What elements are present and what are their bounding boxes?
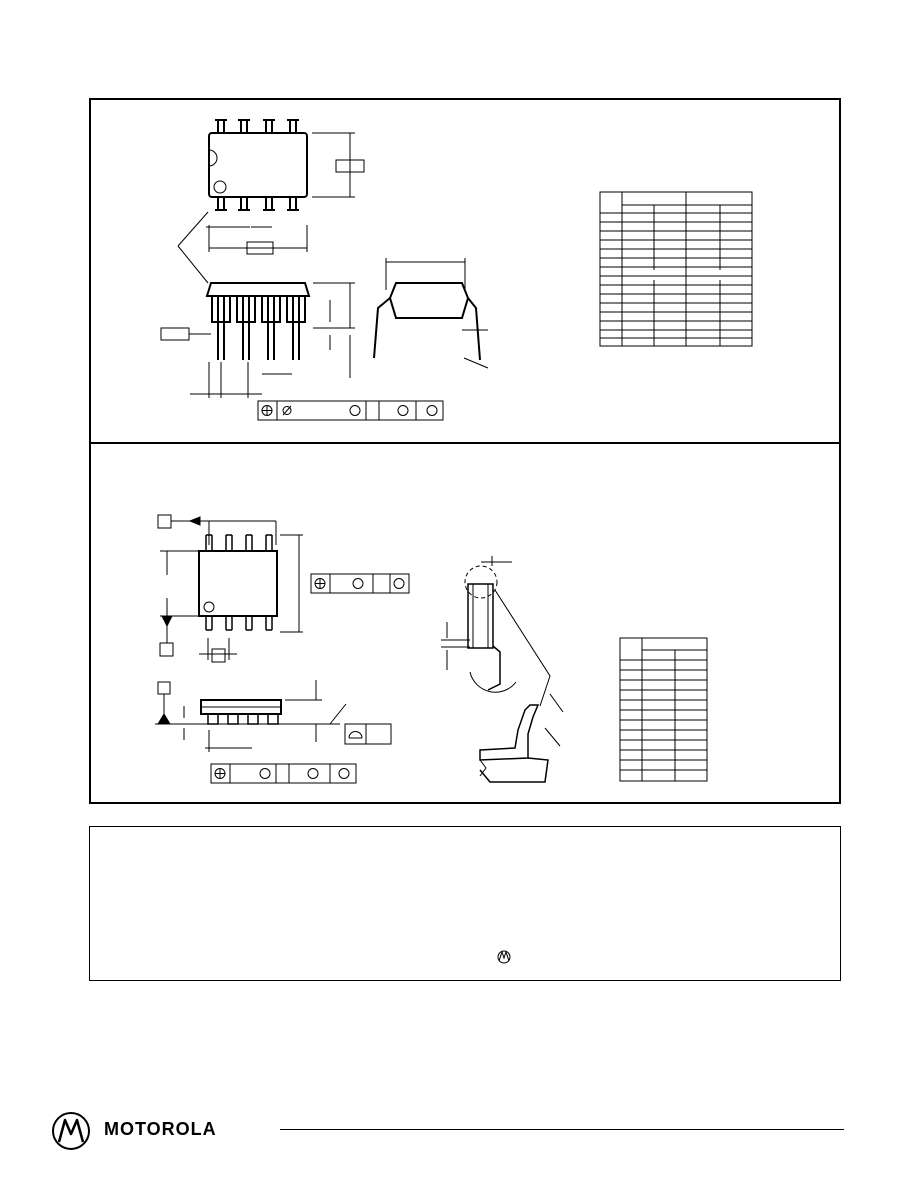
dimension-table-soic xyxy=(619,637,708,782)
soic-top-view xyxy=(157,514,410,663)
brand-wordmark: MOTOROLA xyxy=(104,1119,217,1139)
motorola-logo-icon xyxy=(52,1112,90,1150)
package-outline-panel-soic xyxy=(89,442,841,804)
dimension-table-dip xyxy=(599,191,753,347)
feature-control-frame-dip xyxy=(257,400,444,421)
footer-rule xyxy=(280,1129,844,1130)
motorola-mark-small xyxy=(497,950,511,964)
dip-side-view xyxy=(160,211,355,398)
dip-top-view xyxy=(206,119,365,255)
soic-lead-detail xyxy=(479,693,564,783)
soic-side-view xyxy=(155,680,392,784)
disclaimer-box xyxy=(89,826,841,981)
soic-end-view xyxy=(441,556,551,707)
dip-end-view xyxy=(373,258,489,369)
